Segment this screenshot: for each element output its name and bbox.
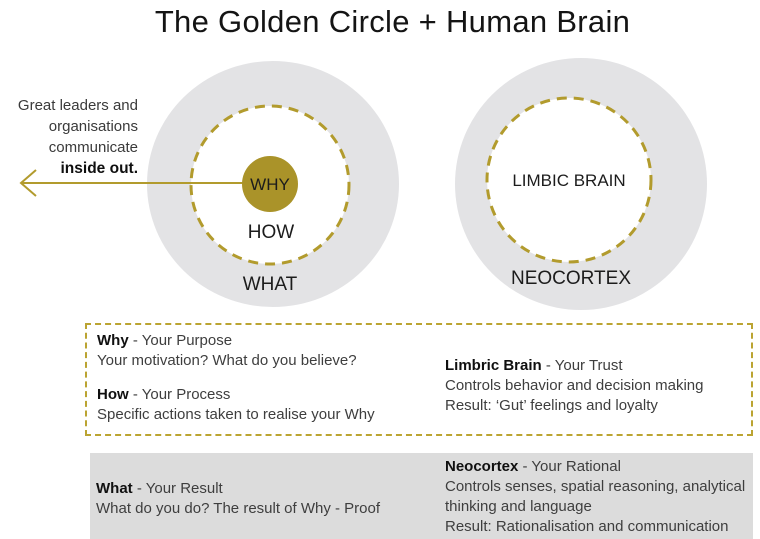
legend-heading-rest: - Your Trust <box>541 357 623 374</box>
limbic-brain-label: LIMBIC BRAIN <box>512 171 625 190</box>
brain-inner-dashed-circle <box>485 96 653 264</box>
legend-item-limbic: Limbric Brain - Your Trust Controls beha… <box>445 356 703 416</box>
legend-desc: thinking and language <box>445 498 592 515</box>
page-title: The Golden Circle + Human Brain <box>154 4 631 39</box>
legend-heading: Neocortex - Your Rational <box>445 457 745 477</box>
legend-neocortex-column: Neocortex - Your Rational Controls sense… <box>445 457 745 537</box>
legend-desc: Result: Rationalisation and communicatio… <box>445 518 729 535</box>
legend-desc: Your motivation? What do you believe? <box>97 352 357 369</box>
legend-desc: Specific actions taken to realise your W… <box>97 406 375 423</box>
legend-heading: How - Your Process <box>97 385 375 405</box>
legend-gray-box: What - Your Result What do you do? The r… <box>90 453 753 539</box>
why-label: WHY <box>250 175 290 194</box>
what-label: WHAT <box>243 274 298 295</box>
annotation-line: Great leaders and <box>17 97 138 114</box>
legend-desc: Controls behavior and decision making <box>445 377 704 394</box>
legend-heading: Limbric Brain - Your Trust <box>445 356 703 376</box>
circles-diagram: WHY HOW WHAT LIMBIC BRAIN NEOCORTEX <box>19 58 707 310</box>
annotation-line: communicate <box>48 139 138 156</box>
legend-limbic-column: Limbric Brain - Your Trust Controls beha… <box>445 356 703 416</box>
legend-term: Why <box>97 332 129 349</box>
legend-item-why: Why - Your Purpose Your motivation? What… <box>97 331 375 371</box>
legend-desc: Controls senses, spatial reasoning, anal… <box>445 478 746 495</box>
legend-heading-rest: - Your Process <box>128 386 231 403</box>
legend-golden-column: Why - Your Purpose Your motivation? What… <box>97 331 375 425</box>
legend-heading-rest: - Your Purpose <box>128 332 233 349</box>
legend-heading: What - Your Result <box>96 479 380 499</box>
annotation-line-bold: inside out. <box>60 160 139 177</box>
legend-item-neocortex: Neocortex - Your Rational Controls sense… <box>445 457 745 537</box>
legend-term: How <box>97 386 129 403</box>
legend-heading: Why - Your Purpose <box>97 331 375 351</box>
leaders-annotation: Great leaders and organisations communic… <box>0 95 138 179</box>
legend-term: Neocortex <box>445 458 519 475</box>
legend-desc: What do you do? The result of Why - Proo… <box>96 500 381 517</box>
why-circle <box>242 156 298 212</box>
legend-item-how: How - Your Process Specific actions take… <box>97 385 375 425</box>
inside-out-arrow-head <box>19 169 37 197</box>
legend-dashed-box: Why - Your Purpose Your motivation? What… <box>85 323 753 436</box>
legend-desc: Result: ‘Gut’ feelings and loyalty <box>445 397 658 414</box>
how-label: HOW <box>248 222 295 243</box>
legend-what-column: What - Your Result What do you do? The r… <box>96 479 380 519</box>
legend-heading-rest: - Your Rational <box>518 458 621 475</box>
neocortex-label: NEOCORTEX <box>511 268 631 289</box>
annotation-line: organisations <box>48 118 138 135</box>
legend-heading-rest: - Your Result <box>132 480 223 497</box>
legend-term: Limbric Brain <box>445 357 542 374</box>
legend-term: What <box>96 480 133 497</box>
legend-item-what: What - Your Result What do you do? The r… <box>96 479 380 519</box>
